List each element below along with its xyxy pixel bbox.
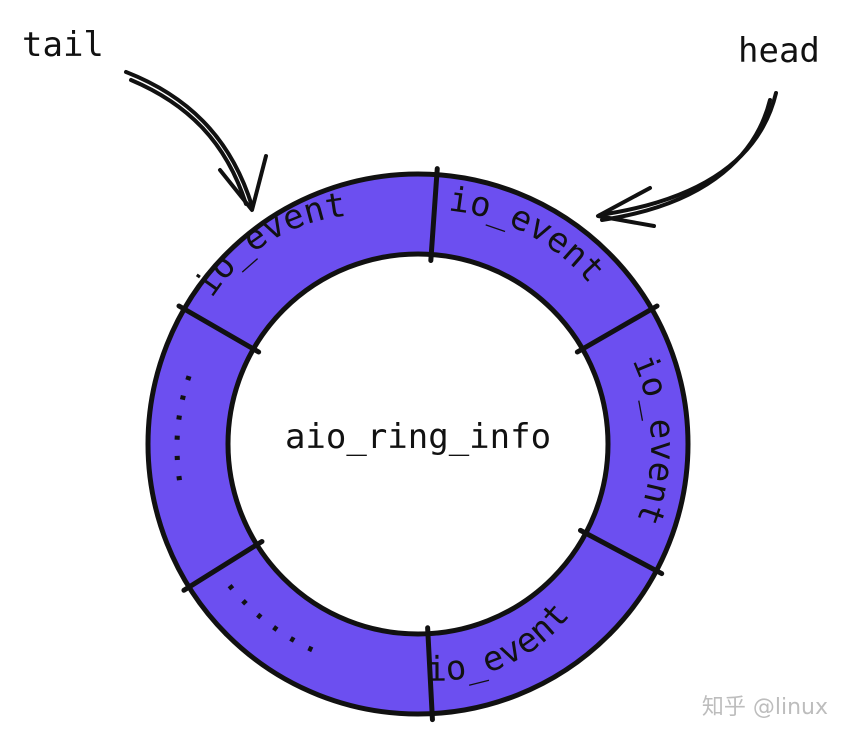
segment-divider-1 [428, 166, 440, 263]
segment-divider-2 [574, 303, 660, 355]
watermark: 知乎 @linux [702, 695, 828, 720]
segment-divider-5 [181, 539, 265, 593]
ring-band [145, 171, 691, 717]
tail-arrow [124, 70, 268, 212]
segment-dividers [176, 166, 665, 723]
segment-divider-6 [176, 303, 262, 355]
head-label: head [738, 31, 820, 71]
center-label: aio_ring_info [285, 417, 551, 457]
tail-label: tail [22, 25, 104, 65]
segment-divider-4 [425, 625, 435, 723]
head-arrow [596, 91, 778, 228]
segment-divider-3 [577, 527, 665, 577]
